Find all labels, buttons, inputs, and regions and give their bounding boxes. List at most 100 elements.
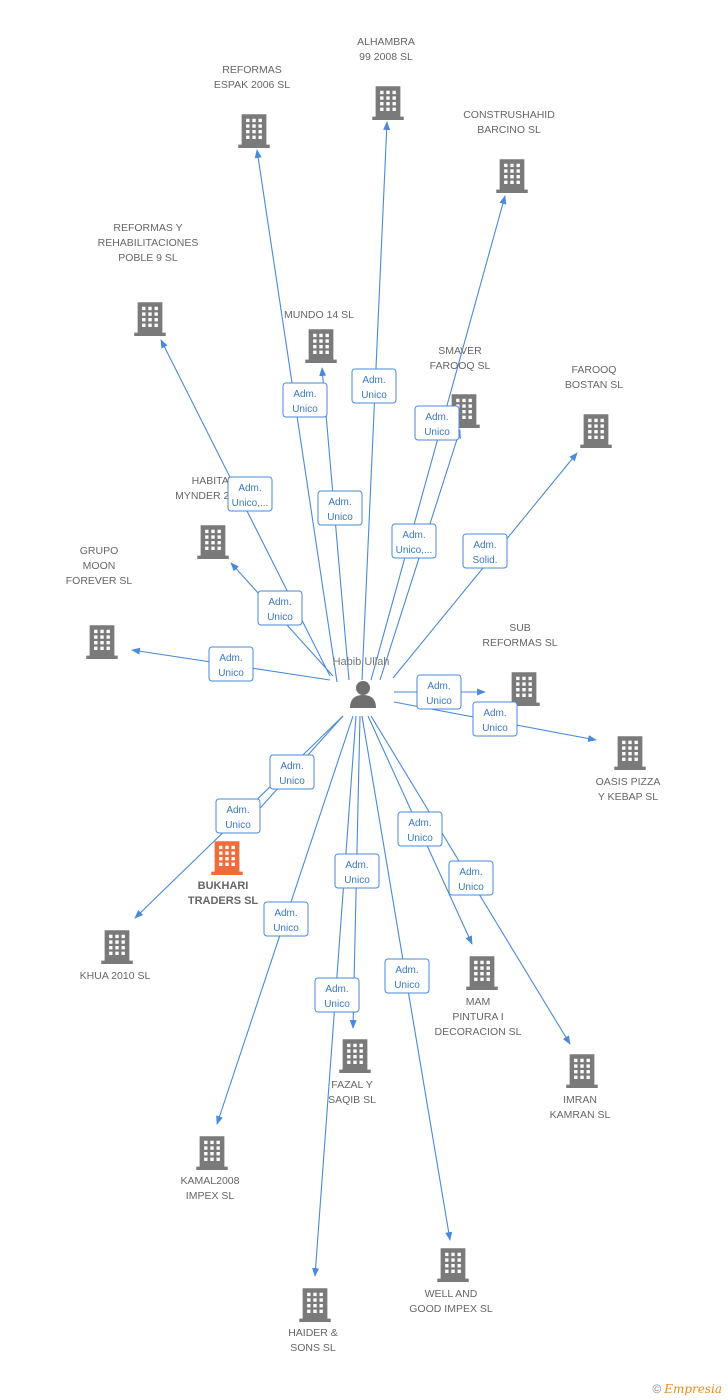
company-node-smaver[interactable]: SMAVER FAROOQ SL (430, 345, 491, 428)
center-person-node[interactable]: Habib Ullah (333, 656, 390, 708)
role-tag-smaver[interactable]: Adm. Unico,... (391, 523, 437, 559)
company-name-line: FAROOQ SL (430, 360, 491, 372)
company-name-line: ESPAK 2006 SL (214, 79, 290, 91)
copyright-symbol: © (652, 1382, 662, 1396)
role-tag-farooq-bostan[interactable]: Adm.Solid. (462, 533, 508, 569)
role-tag-mundo14[interactable]: Adm. Unico (317, 490, 363, 526)
company-node-reformas-espak[interactable]: REFORMAS ESPAK 2006 SL (214, 64, 290, 148)
role-tag-line: Unico,... (232, 498, 269, 509)
company-name-line: SUB (509, 622, 531, 634)
role-tag-sub-reformas[interactable]: Adm.Unico (416, 674, 462, 710)
company-node-haider[interactable]: HAIDER &SONS SL (288, 1288, 338, 1354)
role-tag-line: Adm. (345, 860, 368, 871)
role-tag-line: Unico,... (396, 545, 433, 556)
company-name-line: FAZAL Y (331, 1079, 372, 1091)
building-icon (437, 1248, 469, 1282)
role-tag-line: Adm. (395, 965, 418, 976)
building-icon (466, 956, 498, 990)
role-tag-oasis[interactable]: Adm.Unico (472, 701, 518, 737)
role-tag-reformas-rehab[interactable]: Adm. Unico,... (227, 476, 273, 512)
role-tag-line: Adm. (268, 597, 291, 608)
role-tag-line: Adm. (238, 483, 261, 494)
company-node-oasis[interactable]: OASIS PIZZA Y KEBAP SL (596, 736, 661, 803)
role-tag-line: Unico (218, 668, 244, 679)
company-name-line: TRADERS SL (188, 895, 259, 907)
company-name-line: KAMAL2008 (181, 1175, 240, 1187)
role-tag-khua[interactable]: Adm.Unico (215, 798, 261, 834)
company-node-farooq-bostan[interactable]: FAROOQ BOSTAN SL (565, 364, 623, 448)
company-node-sub-reformas[interactable]: SUB REFORMAS SL (482, 622, 558, 706)
building-icon (299, 1288, 331, 1322)
company-name-line: PINTURA I (452, 1011, 503, 1023)
company-node-fazal[interactable]: FAZAL Y SAQIB SL (328, 1039, 376, 1106)
role-tag-line: Unico (267, 612, 293, 623)
company-name-line: SAQIB SL (328, 1094, 376, 1106)
company-name-line: MUNDO 14 SL (284, 309, 354, 321)
center-person-name: Habib Ullah (333, 656, 390, 668)
company-name-line: GRUPO (80, 545, 119, 557)
company-name-line: DECORACION SL (435, 1026, 522, 1038)
company-name-line: SMAVER (438, 345, 482, 357)
role-tag-line: Unico (394, 980, 420, 991)
role-tag-line: Adm. (425, 412, 448, 423)
role-tag-line: Unico (279, 776, 305, 787)
building-icon (508, 672, 540, 706)
role-tag-line: Adm. (427, 681, 450, 692)
role-tag-well-good[interactable]: Adm. Unico (384, 958, 430, 994)
company-name-line: REFORMAS SL (482, 637, 557, 649)
building-icon (305, 329, 337, 363)
role-tag-alhambra[interactable]: Adm.Unico (351, 368, 397, 404)
company-name-line: KHUA 2010 SL (80, 970, 151, 982)
role-tag-grupo-moon[interactable]: Adm.Unico (208, 646, 254, 682)
company-name-line: OASIS PIZZA (596, 776, 661, 788)
company-name-line: MAM (466, 996, 491, 1008)
company-name-line: HAIDER & (288, 1327, 338, 1339)
company-name-line: ALHAMBRA (357, 36, 415, 48)
role-tag-bukhari[interactable]: Adm.Unico (269, 754, 315, 790)
company-node-mam[interactable]: MAM PINTURA I DECORACION SL (435, 956, 522, 1038)
company-name-line: FAROOQ (572, 364, 617, 376)
role-tag-line: Adm. (402, 530, 425, 541)
role-tag-line: Adm. (408, 818, 431, 829)
role-tag-habitat[interactable]: Adm. Unico (257, 590, 303, 626)
role-tag-reformas-espak[interactable]: Adm.Unico (282, 382, 328, 418)
brand-logo: Empresia (664, 1382, 722, 1396)
company-node-alhambra[interactable]: ALHAMBRA 99 2008 SL (357, 36, 415, 120)
building-icon (580, 414, 612, 448)
building-icon (339, 1039, 371, 1073)
role-tag-line: Unico (458, 882, 484, 893)
role-tag-mam[interactable]: Adm.Unico (397, 811, 443, 847)
role-tag-haider[interactable]: Adm.Unico (314, 977, 360, 1013)
company-node-mundo14[interactable]: MUNDO 14 SL (284, 309, 354, 363)
building-icon (101, 930, 133, 964)
company-name-line: CONSTRUSHAHID (463, 109, 555, 121)
company-name-line: HABITAT (192, 475, 235, 487)
building-icon (238, 114, 270, 148)
role-tag-line: Unico (292, 404, 318, 415)
company-name-line: Y KEBAP SL (598, 791, 658, 803)
company-name-line: 99 2008 SL (359, 51, 413, 63)
role-tag-construshahid[interactable]: Adm.Unico (414, 405, 460, 441)
company-name-line: REFORMAS (222, 64, 282, 76)
role-tag-fazal[interactable]: Adm. Unico (334, 853, 380, 889)
building-icon (372, 86, 404, 120)
company-node-khua[interactable]: KHUA 2010 SL (80, 930, 151, 982)
role-tag-kamal[interactable]: Adm.Unico (263, 901, 309, 937)
role-tag-imran[interactable]: Adm.Unico (448, 860, 494, 896)
role-tag-line: Adm. (328, 497, 351, 508)
role-tag-line: Unico (344, 875, 370, 886)
role-tag-line: Solid. (472, 555, 497, 566)
company-name-line: BOSTAN SL (565, 379, 623, 391)
building-icon (134, 302, 166, 336)
company-name-line: IMRAN (563, 1094, 597, 1106)
building-icon (197, 525, 229, 559)
role-tag-line: Adm. (362, 375, 385, 386)
role-tag-line: Unico (327, 512, 353, 523)
